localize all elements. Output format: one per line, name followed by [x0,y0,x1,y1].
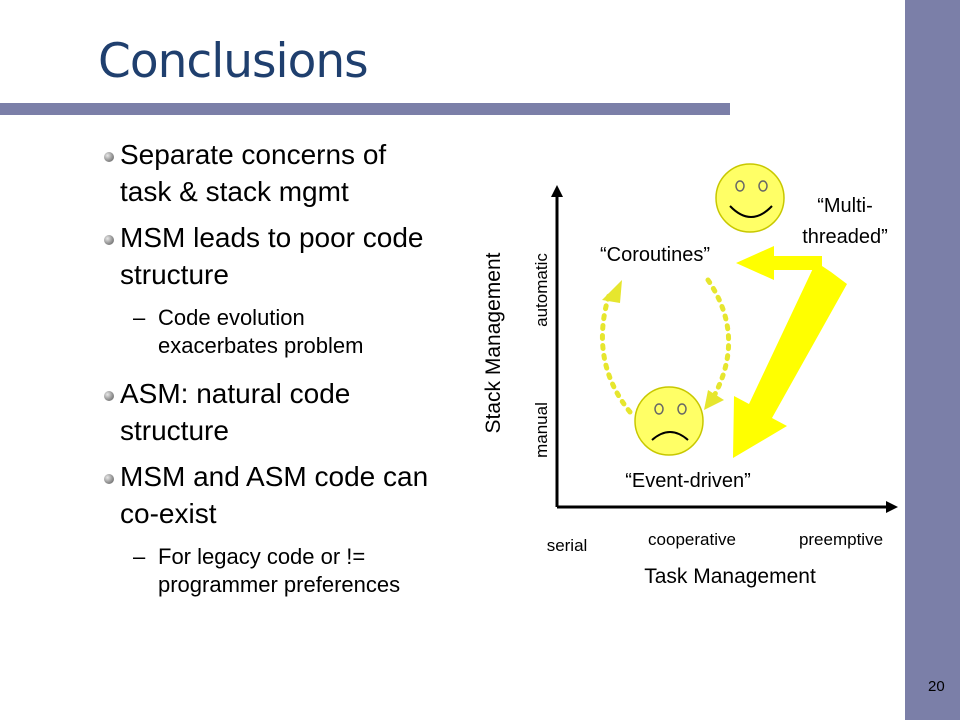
happy-face-icon [715,163,785,233]
bullet-line: Code evolution [158,305,305,330]
title-underline [0,103,730,115]
x-axis-arrowhead [886,501,898,513]
bullet-icon [104,391,114,401]
bullet-icon [104,152,114,162]
bullet-line: MSM leads to poor code [120,222,424,253]
bullet-line: MSM and ASM code can [120,461,429,492]
y-tick-manual: manual [532,402,551,458]
bullet-icon [104,474,114,484]
bullet-line: co-exist [120,498,217,529]
bullet-line: structure [120,259,229,290]
y-axis-title: Stack Management [482,252,505,433]
x-tick-preemptive: preemptive [799,530,883,549]
multithreaded-label-line2: threaded” [802,226,888,248]
bullet-line: structure [120,415,229,446]
x-tick-serial: serial [547,536,588,555]
bullet-item: MSM leads to poor code structure [120,219,480,293]
bullet-line: task & stack mgmt [120,176,349,207]
bullet-line: programmer preferences [158,572,401,597]
bullet-line: For legacy code or != [158,544,366,569]
multithreaded-label-line1: “Multi- [817,195,873,217]
sub-bullet-dash: – [133,544,146,569]
bullet-icon [104,235,114,245]
bullet-item: Separate concerns of task & stack mgmt [120,136,480,210]
dotted-arrow-coroutines-to-event [704,277,732,410]
sub-bullet-item: Code evolution exacerbates problem [158,304,478,360]
coroutines-label: “Coroutines” [600,244,710,266]
bullet-item: MSM and ASM code can co-exist [120,458,480,532]
bullet-line: ASM: natural code [120,378,351,409]
arrow-multithreaded-to-coroutines [736,246,822,280]
x-axis-title: Task Management [644,565,816,588]
bullet-line: exacerbates problem [158,333,364,358]
bullet-item: ASM: natural code structure [120,375,480,449]
y-axis-arrowhead [551,185,563,197]
sad-face-icon [634,386,704,456]
sub-bullet-item: For legacy code or != programmer prefere… [158,543,478,599]
slide-title: Conclusions [98,34,369,89]
sub-bullet-dash: – [133,305,146,330]
y-tick-automatic: automatic [532,253,551,327]
page-number: 20 [928,678,945,695]
event-driven-label: “Event-driven” [625,470,751,492]
dotted-arrow-event-to-coroutines [599,280,633,415]
bullet-line: Separate concerns of [120,139,387,170]
arrow-multithreaded-to-event-driven [733,262,847,458]
right-sidebar-bar [905,0,960,720]
x-tick-cooperative: cooperative [648,530,736,549]
